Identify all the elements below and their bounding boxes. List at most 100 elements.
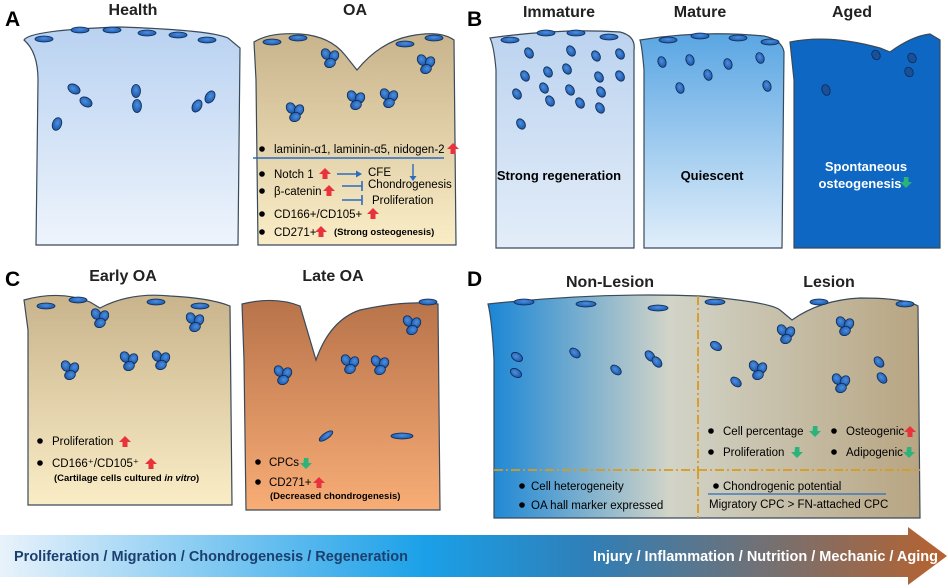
- panel-c-label: C: [5, 268, 20, 291]
- lesion-item-osteogenic: Osteogenic: [831, 426, 916, 438]
- effect-cfe: CFE: [368, 167, 391, 179]
- up-arrow-icon: [313, 477, 325, 488]
- mature-text: Quiescent: [681, 168, 745, 183]
- chondrocyte-cell: [703, 69, 713, 81]
- chondrocyte-cell: [591, 50, 601, 62]
- chondrocyte-cell: [562, 63, 572, 75]
- chondrocyte-cell: [710, 341, 722, 351]
- chondrocyte-cell: [513, 298, 535, 306]
- bullet-icon: [259, 146, 265, 152]
- chondrocyte-cell: [524, 47, 534, 59]
- late-item-cpcs: CPCs: [255, 457, 312, 469]
- chondrocyte-cell: [539, 82, 549, 94]
- up-arrow-icon: [367, 208, 379, 219]
- chondrocyte-cell: [70, 26, 90, 34]
- chondrocyte-cell: [575, 300, 597, 308]
- effect-chondrogenesis: Chondrogenesis: [368, 179, 452, 191]
- chondrocyte-cell: [197, 36, 217, 44]
- chondrocyte-cell: [516, 118, 526, 130]
- oa-item-cd166: CD166+/CD105+: [259, 208, 379, 221]
- up-arrow-icon: [904, 426, 916, 437]
- bullet-icon: [519, 483, 525, 489]
- bullet-icon: [255, 459, 261, 465]
- chondrocyte-cell: [288, 34, 308, 42]
- chondrocyte-cell: [752, 369, 764, 381]
- up-arrow-icon: [119, 436, 131, 447]
- oa-title: OA: [343, 2, 367, 19]
- bullet-icon: [708, 428, 714, 434]
- oa-cartilage: [253, 33, 457, 246]
- late-item-text: CPCs: [269, 457, 299, 469]
- down-arrow-icon: [300, 458, 312, 469]
- chondrocyte-cell: [79, 96, 93, 108]
- down-arrow-head-icon: [409, 176, 417, 181]
- bullet-icon: [259, 229, 265, 235]
- immature-title: Immature: [523, 4, 595, 21]
- chondrocyte-cell: [599, 33, 619, 41]
- late-item-text: CD271+: [269, 477, 312, 489]
- chondrocyte-cell: [566, 45, 576, 57]
- chondrocyte-cell: [390, 432, 414, 440]
- chondrocyte-cell: [190, 302, 210, 310]
- down-arrow-icon: [903, 447, 915, 458]
- bullet-icon: [37, 438, 43, 444]
- early-item-text: CD166⁺/CD105⁺: [52, 458, 139, 470]
- chondrocyte-cell: [420, 63, 432, 75]
- chondrocyte-cell: [780, 333, 792, 345]
- oa-item-text: CD271+: [274, 227, 317, 239]
- panel-a-label: A: [5, 8, 20, 31]
- chondrocyte-cell: [755, 52, 765, 64]
- chondrocyte-cell: [510, 368, 522, 378]
- chondrocyte-cell: [511, 352, 523, 362]
- chondrocyte-cell: [424, 34, 444, 42]
- oa-item-cd271: CD271+ (Strong osteogenesis): [259, 226, 434, 239]
- chondrocyte-cell: [728, 34, 748, 42]
- chondrocyte-cell: [102, 26, 122, 34]
- chondrocyte-cell: [760, 38, 780, 46]
- aged-text-2: osteogenesis: [818, 176, 901, 191]
- up-arrow-icon: [447, 143, 459, 154]
- oa-item-text: Notch 1: [274, 169, 314, 181]
- oa-item-note: (Strong osteogenesis): [334, 227, 434, 238]
- oa-item-laminin: laminin-α1, laminin-α5, nidogen-2: [259, 143, 459, 156]
- lesion-item-text: Cell percentage: [723, 426, 804, 438]
- chondrocyte-cell: [647, 304, 669, 312]
- oa-item-list: laminin-α1, laminin-α5, nidogen-2 Notch …: [253, 143, 459, 239]
- down-arrow-icon: [791, 447, 803, 458]
- oa-item-text: laminin-α1, laminin-α5, nidogen-2: [274, 144, 445, 156]
- chondrocyte-cell: [406, 324, 418, 336]
- chondrocyte-cell: [651, 356, 663, 368]
- aged-cells: [821, 49, 917, 96]
- aged-cartilage: [789, 33, 941, 249]
- chondrocyte-cell: [123, 360, 135, 372]
- arrow-right-text: Injury / Inflammation / Nutrition / Mech…: [593, 549, 938, 565]
- up-arrow-icon: [145, 458, 157, 469]
- chondrocyte-cell: [51, 117, 63, 131]
- bullet-icon: [259, 188, 265, 194]
- mature-title: Mature: [674, 4, 727, 21]
- arrow-head-icon: [356, 170, 362, 178]
- bottom-left-item: Cell heterogeneity: [531, 481, 624, 493]
- chondrocyte-cell: [723, 58, 733, 70]
- chondrocyte-cell: [907, 52, 917, 64]
- chondrocyte-cell: [374, 364, 386, 376]
- chondrocyte-cell: [566, 29, 586, 37]
- chondrocyte-cell: [657, 56, 667, 68]
- immature-cells: [500, 29, 625, 130]
- chondrocyte-cell: [131, 84, 141, 98]
- early-oa-title: Early OA: [89, 268, 157, 285]
- aged-title: Aged: [832, 4, 872, 21]
- chondrocyte-cell: [873, 356, 885, 368]
- chondrocyte-cell: [730, 376, 742, 388]
- panel-d: D Non-Lesion Lesion Cell percentage Oste…: [467, 268, 921, 519]
- non-lesion-cells: [510, 298, 669, 378]
- chondrocyte-cell: [675, 82, 685, 94]
- chondrocyte-cell: [146, 298, 166, 306]
- late-oa-title: Late OA: [302, 268, 364, 285]
- chondrocyte-cell: [64, 369, 76, 381]
- bullet-icon: [37, 460, 43, 466]
- lesion-cells: [704, 298, 915, 394]
- bullet-icon: [259, 211, 265, 217]
- early-oa-cartilage: [23, 294, 233, 506]
